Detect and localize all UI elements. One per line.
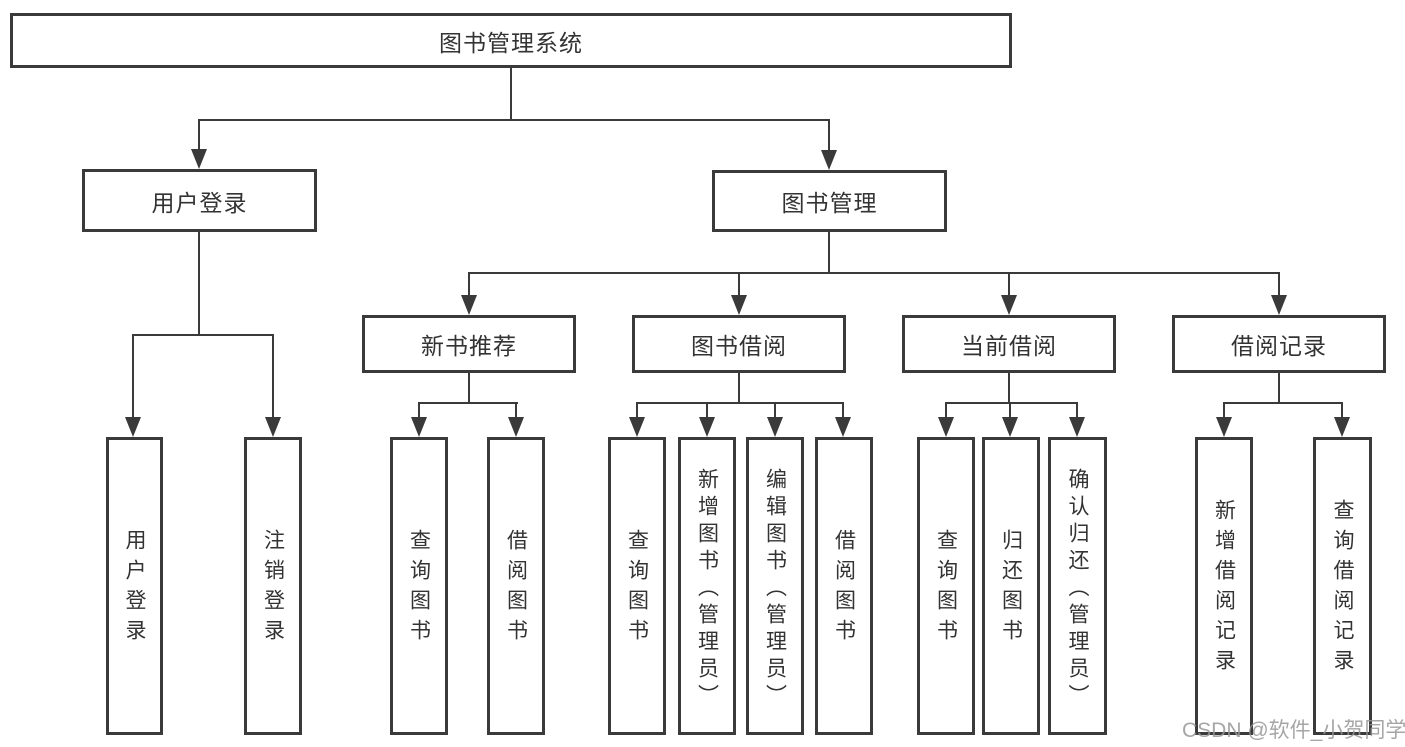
node-leaf-query-book-1: 查询图书 [390,437,448,735]
node-label: 借阅记录 [1231,333,1327,359]
node-user-login: 用户登录 [82,169,317,232]
node-label: 查询图书 [625,529,649,649]
node-leaf-add-borrow-record: 新增借阅记录 [1195,437,1253,735]
node-label: 图书管理 [781,190,878,216]
connector-arrowhead [461,295,477,315]
node-leaf-user-login: 用户登录 [106,437,163,735]
connector-arrowhead [508,417,524,437]
node-leaf-confirm-return-admin: 确认归还（管理员） [1048,437,1107,735]
connector-arrowhead [767,417,783,437]
node-label: 当前借阅 [961,333,1057,359]
connector-arrowhead [1271,295,1287,315]
node-label: 借阅图书 [832,529,856,649]
node-leaf-add-book-admin: 新增图书（管理员） [678,437,736,735]
connector-arrowhead [1069,417,1085,437]
connector-arrowhead [411,417,427,437]
node-borrow-records: 借阅记录 [1172,315,1386,373]
connector-line [828,232,830,274]
node-current-borrow: 当前借阅 [902,315,1116,373]
node-leaf-query-borrow-record: 查询借阅记录 [1313,437,1372,735]
node-label: 编辑图书（管理员） [763,467,787,711]
node-leaf-borrow-book-1: 借阅图书 [487,437,545,735]
node-label: 新增借阅记录 [1212,499,1236,679]
connector-line [706,402,708,422]
connector-line [1008,272,1010,298]
connector-line [842,402,844,422]
connector-line [1223,402,1225,422]
node-label: 图书管理系统 [439,29,583,56]
connector-line [515,402,517,422]
connector-arrowhead [731,295,747,315]
node-label: 借阅图书 [504,529,528,649]
connector-line [636,402,638,422]
node-new-book-recommend: 新书推荐 [362,315,576,373]
csdn-watermark: CSDN @软件_小贺同学 [1182,719,1405,742]
node-leaf-return-book: 归还图书 [982,437,1040,735]
connector-line [418,402,420,422]
connector-line [1223,402,1343,404]
connector-arrowhead [265,417,281,437]
node-leaf-query-book-3: 查询图书 [917,437,975,735]
node-label: 查询图书 [934,529,958,649]
connector-line [468,272,470,298]
node-leaf-query-book-2: 查询图书 [608,437,666,735]
node-label: 用户登录 [123,529,146,649]
node-label: 注销登录 [261,529,285,649]
connector-line [198,119,200,153]
node-book-borrow: 图书借阅 [632,315,846,373]
node-leaf-edit-book-admin: 编辑图书（管理员） [746,437,804,735]
node-leaf-logout: 注销登录 [244,437,302,735]
connector-line [945,402,947,422]
connector-line [198,119,830,121]
connector-line [198,232,200,336]
connector-line [1278,272,1280,298]
node-label: 用户登录 [151,189,248,216]
connector-line [738,272,740,298]
connector-arrowhead [125,417,141,437]
connector-line [1009,402,1011,422]
connector-line [468,272,1280,274]
connector-line [510,68,512,120]
connector-line [1076,402,1078,422]
connector-line [828,119,830,153]
connector-line [418,402,518,404]
connector-arrowhead [1002,417,1018,437]
connector-arrowhead [1334,417,1350,437]
node-library-management-system: 图书管理系统 [10,13,1012,68]
node-label: 查询图书 [407,529,431,649]
node-label: 确认归还（管理员） [1066,467,1089,711]
connector-arrowhead [938,417,954,437]
node-label: 归还图书 [999,529,1023,649]
connector-arrowhead [835,417,851,437]
connector-arrowhead [1216,417,1232,437]
connector-arrowhead [699,417,715,437]
connector-arrowhead [1001,295,1017,315]
connector-arrowhead [629,417,645,437]
connector-line [1341,402,1343,422]
connector-line [132,334,134,422]
connector-line [468,373,470,404]
node-leaf-borrow-book-2: 借阅图书 [815,437,873,735]
node-label: 新书推荐 [421,333,517,359]
node-book-management: 图书管理 [712,170,947,232]
node-label: 新增图书（管理员） [695,467,719,711]
node-label: 图书借阅 [691,333,787,359]
connector-arrowhead [821,150,837,170]
connector-line [132,334,274,336]
connector-line [272,334,274,422]
connector-line [738,373,740,404]
connector-line [945,402,1078,404]
connector-arrowhead [191,149,207,169]
connector-line [1008,373,1010,404]
connector-line [636,402,844,404]
connector-line [1278,373,1280,404]
node-label: 查询借阅记录 [1331,499,1354,679]
connector-line [774,402,776,422]
